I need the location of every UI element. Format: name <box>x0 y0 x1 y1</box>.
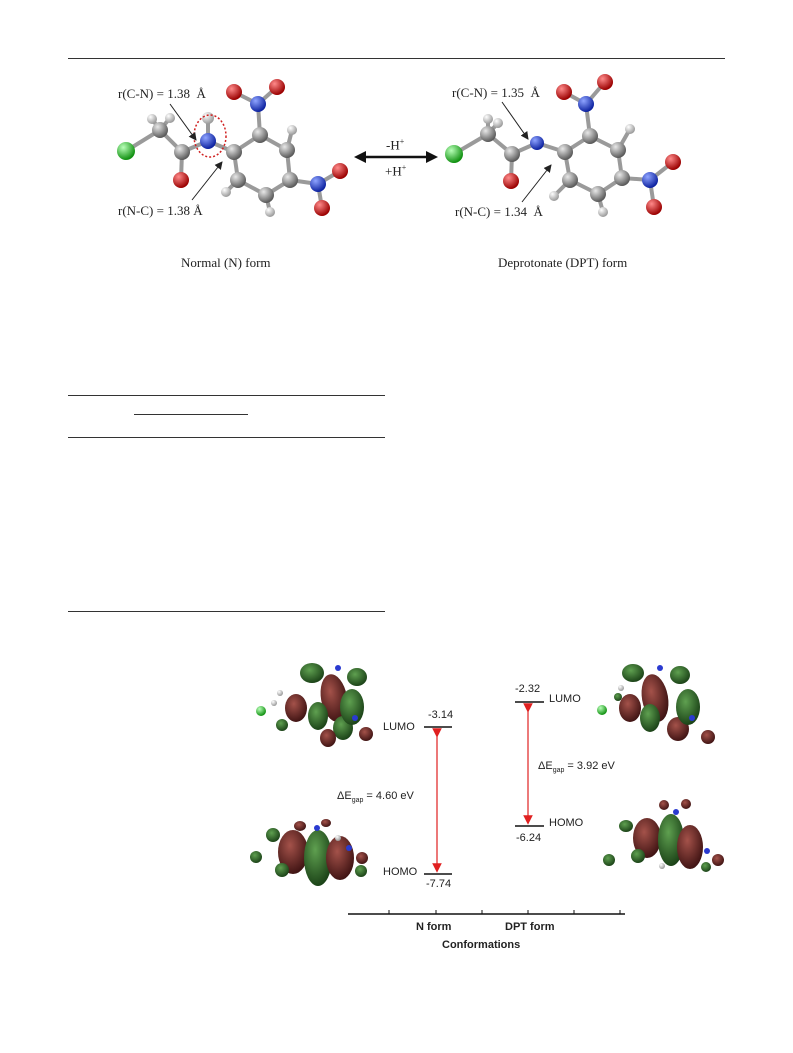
table-header-rule <box>68 437 385 438</box>
n-form-homo-label: HOMO <box>383 866 418 878</box>
deprotonation-label: -H+ <box>386 137 405 153</box>
n-form-lumo-label: LUMO <box>383 721 415 733</box>
x-axis-title: Conformations <box>442 939 521 951</box>
n-form-homo-orbital <box>250 819 368 886</box>
n-form-caption: Normal (N) form <box>181 255 271 270</box>
dpt-form-lumo-orbital <box>597 664 715 744</box>
dpt-form-cn-pointer <box>501 101 529 140</box>
equilibrium-arrow-head-left <box>354 151 366 163</box>
n-form-homo-value: -7.74 <box>426 878 452 890</box>
dpt-form-lumo-label: LUMO <box>549 693 581 705</box>
n-form-nc-bond-label: r(N-C) = 1.38 Å <box>118 203 203 218</box>
n-form-nh-highlight <box>193 114 227 158</box>
table-top-rule <box>68 395 385 396</box>
dpt-form-homo-value: -6.24 <box>516 832 542 844</box>
n-form-nc-pointer <box>191 161 223 201</box>
equilibrium-arrow-head-right <box>426 151 438 163</box>
dpt-form-lumo-value: -2.32 <box>515 683 541 695</box>
x-tick-label-n-form: N form <box>416 921 452 933</box>
x-tick-label-dpt-form: DPT form <box>505 921 555 933</box>
dpt-form-homo-orbital <box>603 799 724 872</box>
n-form-atoms <box>117 79 348 217</box>
dpt-form-atoms <box>445 74 681 217</box>
x-axis-ticks <box>388 910 621 914</box>
dpt-form-nc-pointer <box>521 164 552 203</box>
n-form-lumo-orbital <box>256 663 373 747</box>
n-form-cn-pointer <box>169 103 197 141</box>
dpt-form-gap-label: ΔEgap = 3.92 eV <box>538 760 615 775</box>
n-form-cn-bond-label: r(C-N) = 1.38 Å <box>118 86 206 101</box>
dpt-form-caption: Deprotonate (DPT) form <box>498 255 628 270</box>
page-top-rule <box>68 58 725 59</box>
figure1-structures <box>117 74 681 217</box>
n-form-gap-label: ΔEgap = 4.60 eV <box>337 790 414 805</box>
dpt-form-nc-bond-label: r(N-C) = 1.34 Å <box>455 204 543 219</box>
table-bottom-rule <box>68 611 385 612</box>
table-sub-rule <box>134 414 248 415</box>
dpt-form-cn-bond-label: r(C-N) = 1.35 Å <box>452 85 540 100</box>
dpt-form-homo-label: HOMO <box>549 817 584 829</box>
n-form-lumo-value: -3.14 <box>428 709 454 721</box>
protonation-label: +H+ <box>385 163 407 179</box>
